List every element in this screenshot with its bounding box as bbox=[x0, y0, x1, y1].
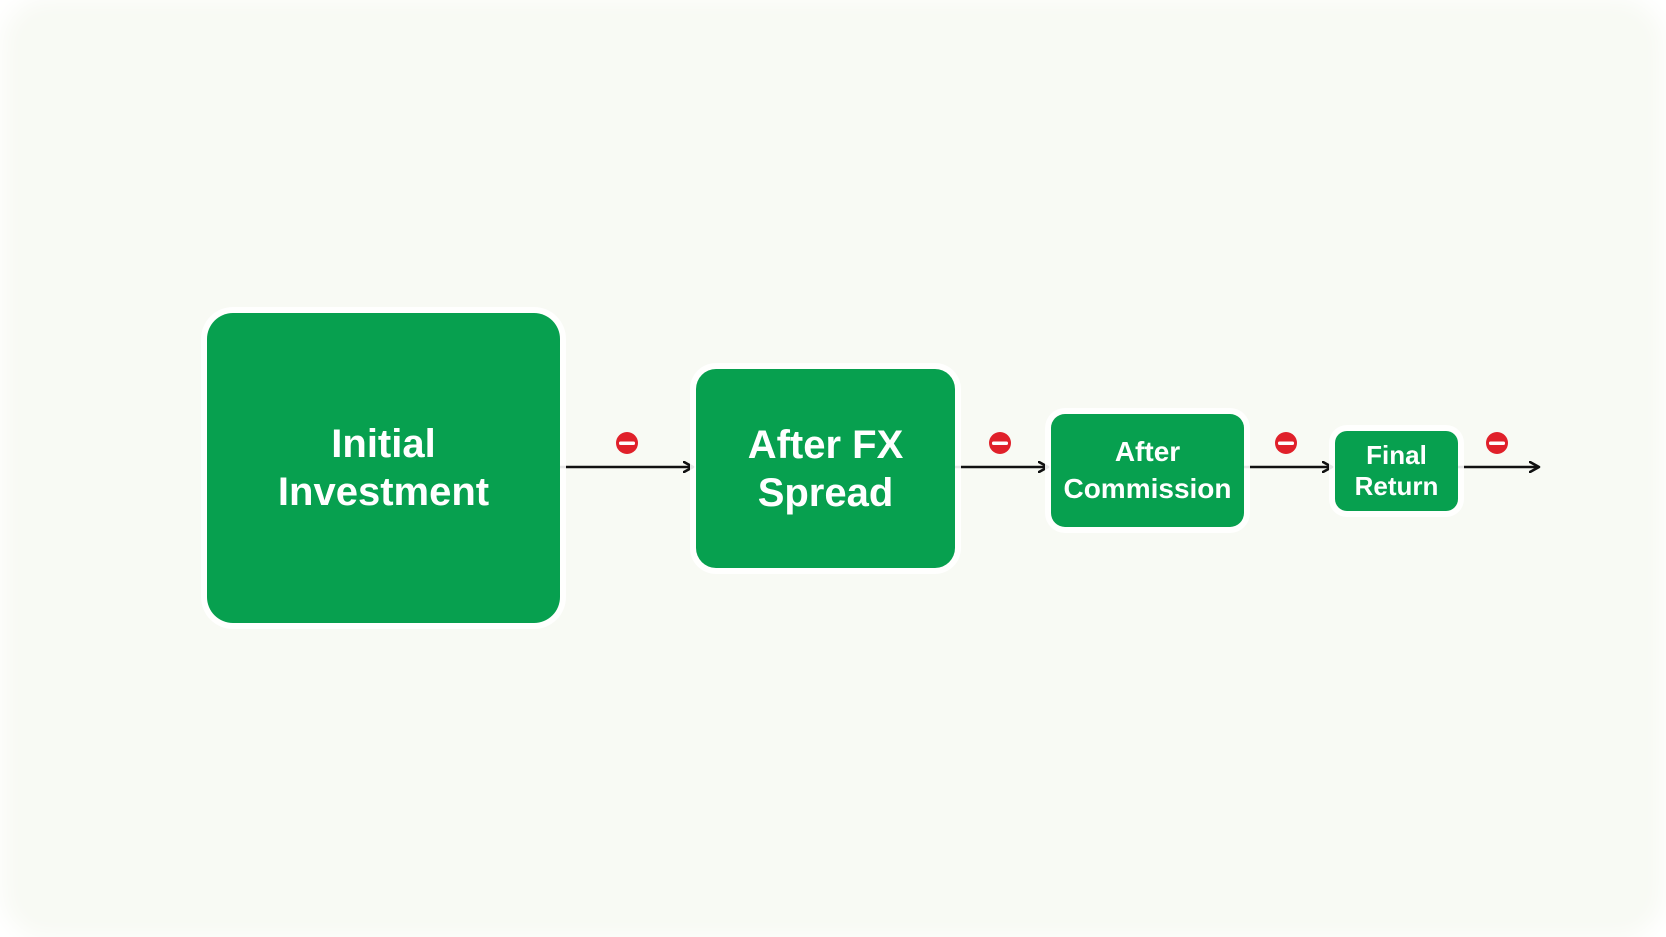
connector-final-out bbox=[1458, 432, 1538, 467]
connector-commission-to-final bbox=[1244, 432, 1331, 467]
node-label: After FX Spread bbox=[747, 422, 904, 515]
node-label: After Commission bbox=[1063, 436, 1232, 504]
connector-fx-to-commission bbox=[955, 432, 1047, 467]
node-initial-investment: Initial Investment bbox=[207, 313, 560, 623]
minus-circle-icon bbox=[616, 432, 638, 454]
node-label: Final Return bbox=[1354, 439, 1439, 501]
minus-circle-icon bbox=[1486, 432, 1508, 454]
node-final-return: Final Return bbox=[1335, 431, 1458, 511]
node-label: Initial Investment bbox=[277, 422, 490, 514]
minus-circle-icon bbox=[989, 432, 1011, 454]
node-after-fx-spread: After FX Spread bbox=[696, 369, 955, 568]
node-after-commission: After Commission bbox=[1051, 414, 1244, 527]
minus-circle-icon bbox=[1275, 432, 1297, 454]
connector-initial-to-fx bbox=[560, 432, 692, 467]
